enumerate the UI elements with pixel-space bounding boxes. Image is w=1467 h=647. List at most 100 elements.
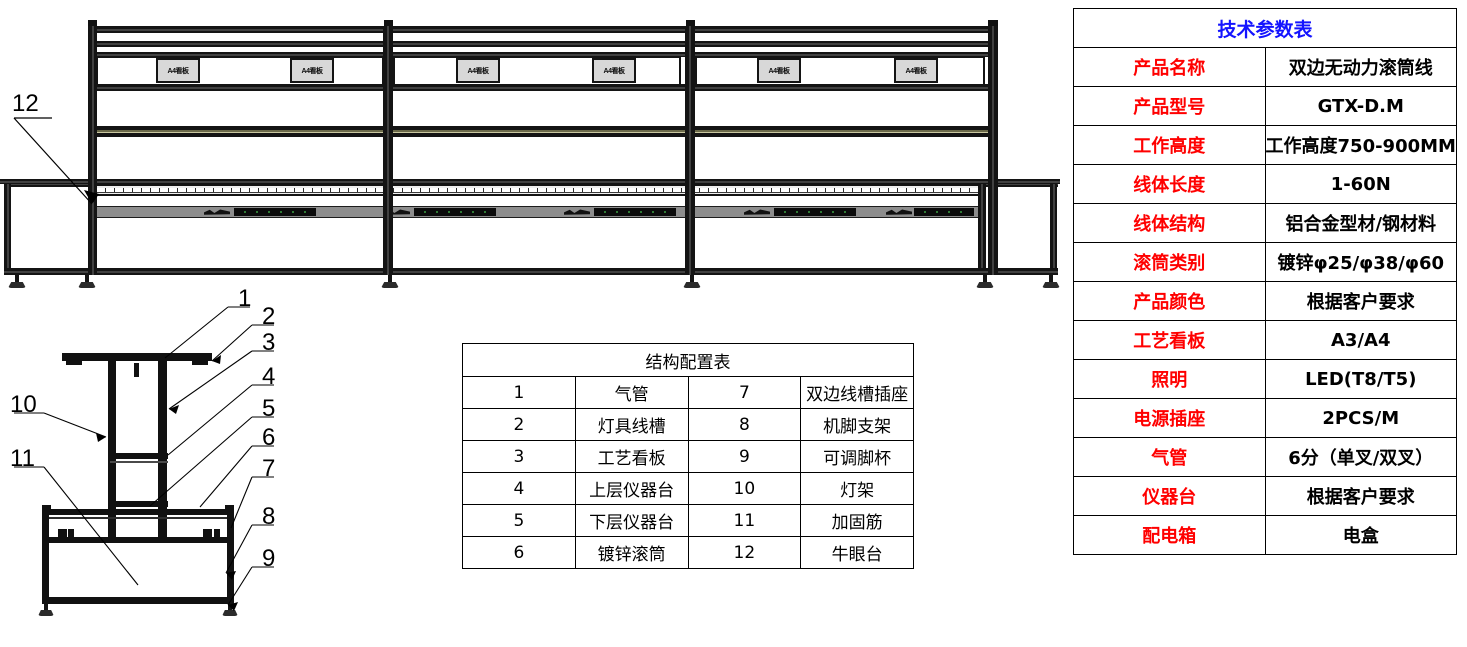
right-bay-inner-post [978, 180, 986, 275]
param-key: 配电箱 [1073, 515, 1266, 555]
bench-top-edge [42, 517, 234, 519]
lighting-rail [88, 126, 998, 137]
struct-index: 4 [462, 472, 576, 505]
param-table-title-row: 技术参数表 [1073, 8, 1457, 48]
kanban-sheet: A4看板 [894, 58, 938, 83]
callout-2-label: 2 [262, 303, 276, 330]
main-elevation-drawing: A4看板 A4看板 A4看板 A4看板 A4看板 A4看板 12 [0, 0, 1060, 320]
power-socket [914, 208, 974, 216]
param-key: 仪器台 [1073, 476, 1266, 516]
wire-duct-socket-strip [96, 206, 978, 218]
param-value: 1-60N [1264, 164, 1457, 204]
struct-table-title-row: 结构配置表 [462, 343, 914, 377]
struct-name: 上层仪器台 [574, 472, 689, 505]
struct-name: 可调脚杯 [800, 440, 914, 473]
param-key: 电源插座 [1073, 398, 1266, 438]
struct-index: 5 [462, 504, 576, 537]
table-row: 滚筒类别 镀锌φ25/φ38/φ60 [1073, 242, 1457, 282]
air-pipe-stub [134, 363, 139, 377]
param-key: 工作高度 [1073, 125, 1266, 165]
upright-right [158, 361, 167, 541]
callout-5-label: 5 [262, 395, 276, 422]
struct-index: 12 [687, 536, 802, 569]
technical-parameter-table: 技术参数表 产品名称 双边无动力滚筒线 产品型号 GTX-D.M 工作高度 工作… [1073, 8, 1457, 555]
struct-name: 气管 [574, 376, 689, 409]
adjustable-foot [1042, 275, 1060, 288]
callout-4-label: 4 [262, 363, 276, 390]
struct-table-title: 结构配置表 [462, 343, 914, 377]
socket-box [203, 529, 212, 539]
param-key: 滚筒类别 [1073, 242, 1266, 282]
socket-box [214, 529, 220, 539]
table-row: 电源插座 2PCS/M [1073, 398, 1457, 438]
table-row: 产品型号 GTX-D.M [1073, 86, 1457, 126]
bench-corner-cap [42, 505, 51, 511]
air-pipe-rail [88, 41, 998, 47]
roller-conveyor-deck [96, 184, 978, 196]
kanban-bottom-rail [88, 84, 998, 91]
kanban-sheet: A4看板 [156, 58, 200, 83]
kanban-frame [695, 56, 985, 86]
struct-index: 2 [462, 408, 576, 441]
struct-index: 10 [687, 472, 802, 505]
structure-config-table: 结构配置表 1 气管 7 双边线槽插座 2 灯具线槽 8 机脚支架 3 工艺看板… [462, 343, 914, 569]
table-row: 工作高度 工作高度750-900MM [1073, 125, 1457, 165]
param-value: 根据客户要求 [1264, 476, 1457, 516]
param-value: 根据客户要求 [1264, 281, 1457, 321]
table-row: 6 镀锌滚筒 12 牛眼台 [462, 536, 914, 569]
power-socket [234, 208, 316, 216]
table-row: 4 上层仪器台 10 灯架 [462, 472, 914, 505]
shelf-bracket-left [66, 361, 82, 365]
socket-box [68, 529, 74, 539]
param-value: GTX-D.M [1264, 86, 1457, 126]
main-post [685, 26, 695, 275]
shelf-bracket-right [192, 361, 208, 365]
callout-1-label: 1 [238, 285, 252, 312]
cross-section-detail-drawing: 1 2 3 4 5 6 7 8 9 10 11 [0, 285, 330, 647]
upper-shelf-underline [110, 461, 168, 463]
param-key: 气管 [1073, 437, 1266, 477]
canopy-top-beam [88, 26, 998, 33]
callout-3-label: 3 [262, 329, 276, 356]
table-row: 仪器台 根据客户要求 [1073, 476, 1457, 516]
kanban-sheet: A4看板 [757, 58, 801, 83]
lower-instrument-shelf [110, 501, 168, 507]
bench-mid-beam [42, 537, 234, 543]
main-post [88, 26, 97, 275]
table-row: 1 气管 7 双边线槽插座 [462, 376, 914, 409]
bench-post-right [227, 509, 234, 604]
struct-name: 加固筋 [800, 504, 914, 537]
adjustable-foot [8, 275, 26, 288]
param-value: A3/A4 [1264, 320, 1457, 360]
param-value: 工作高度750-900MM [1264, 125, 1457, 165]
struct-name: 工艺看板 [574, 440, 689, 473]
bench-post-left [42, 509, 49, 604]
adjustable-foot [78, 275, 96, 288]
param-value: 电盒 [1264, 515, 1457, 555]
param-value: 镀锌φ25/φ38/φ60 [1264, 242, 1457, 282]
struct-name: 牛眼台 [800, 536, 914, 569]
top-corner-bracket [686, 20, 695, 28]
param-key: 工艺看板 [1073, 320, 1266, 360]
param-key: 产品颜色 [1073, 281, 1266, 321]
power-socket [594, 208, 676, 216]
main-post [988, 26, 998, 275]
callout-11-label: 11 [10, 445, 35, 472]
top-corner-bracket [988, 20, 998, 28]
callout-8-label: 8 [262, 503, 276, 530]
table-row: 线体长度 1-60N [1073, 164, 1457, 204]
adjustable-foot [976, 275, 994, 288]
param-key: 线体长度 [1073, 164, 1266, 204]
struct-index: 8 [687, 408, 802, 441]
callout-9-label: 9 [262, 545, 276, 572]
struct-name: 镀锌滚筒 [574, 536, 689, 569]
adjustable-foot [683, 275, 701, 288]
table-row: 线体结构 铝合金型材/钢材料 [1073, 203, 1457, 243]
table-row: 工艺看板 A3/A4 [1073, 320, 1457, 360]
kanban-frame [96, 56, 384, 86]
upper-instrument-shelf [110, 453, 168, 459]
param-value: 铝合金型材/钢材料 [1264, 203, 1457, 243]
callout-10-label: 10 [10, 391, 37, 418]
kanban-top-rail [88, 52, 998, 57]
power-socket [774, 208, 856, 216]
